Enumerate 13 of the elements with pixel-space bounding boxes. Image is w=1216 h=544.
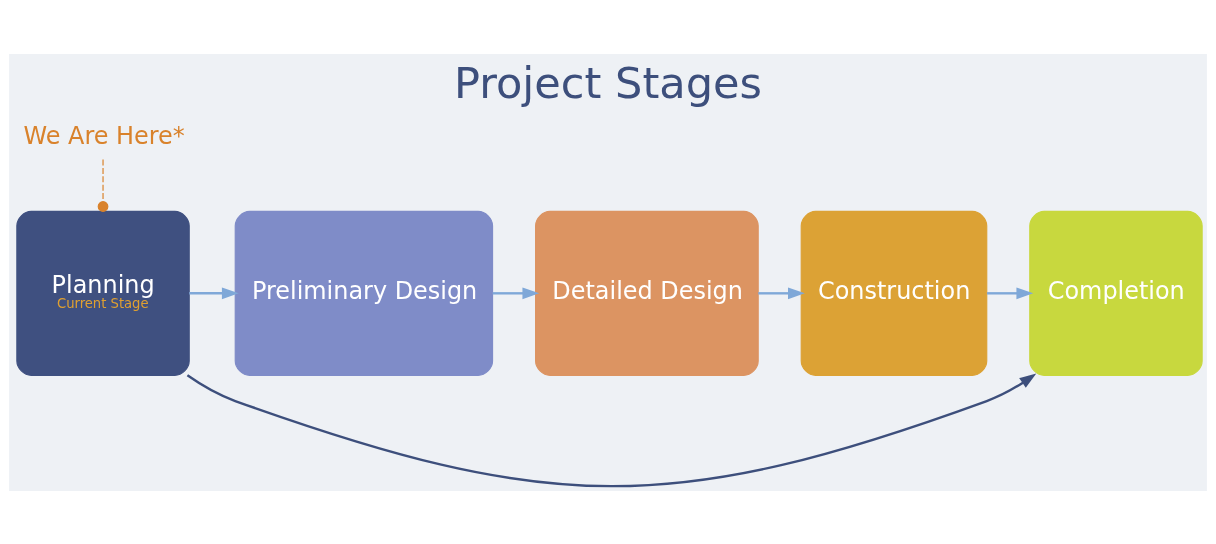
node-box: Completion [1029,210,1203,376]
node-box: Preliminary Design [234,210,494,376]
arrow [189,286,239,299]
arrow [492,286,540,299]
node-box: Detailed Design [535,210,759,376]
node-box: Planning Current Stage [16,210,190,376]
node-text: We Are Here* [23,121,185,150]
node-box: Construction [800,210,988,376]
diagram-title: Project Stages [454,57,762,108]
arrow [758,286,805,299]
connector [97,158,109,212]
arrow [987,286,1034,299]
arrow [186,373,1037,487]
